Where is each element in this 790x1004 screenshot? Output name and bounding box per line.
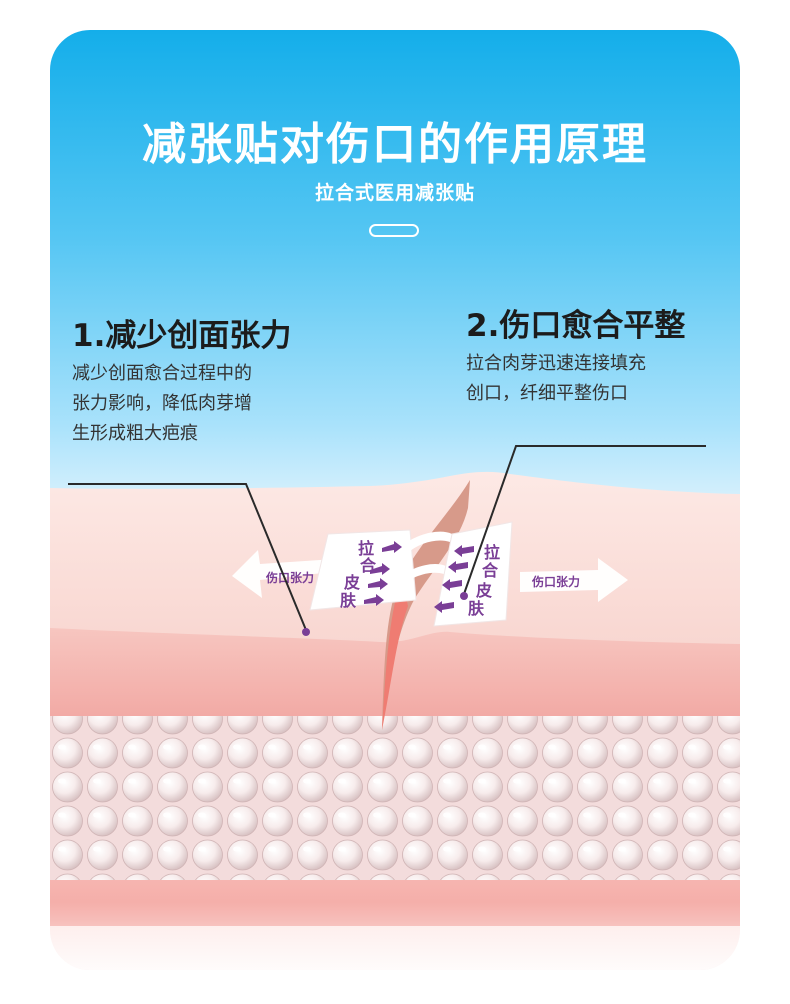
dermis-layer <box>50 628 740 716</box>
point-2-title: 2.伤口愈合平整 <box>466 308 686 344</box>
leader-dot-2 <box>460 592 468 600</box>
tension-label-left: 伤口张力 <box>265 570 314 585</box>
leader-dot-1 <box>302 628 310 636</box>
point-2-line: 拉合肉芽迅速连接填充 <box>466 353 646 374</box>
page-title: 减张贴对伤口的作用原理 <box>142 119 648 170</box>
page-subtitle: 拉合式医用减张贴 <box>314 182 475 204</box>
point-smooth-healing: 2.伤口愈合平整 拉合肉芽迅速连接填充 创口，纤细平整伤口 <box>466 300 726 409</box>
bottom-fade <box>50 902 740 970</box>
wound-flap <box>382 480 470 730</box>
leader-line-2 <box>463 445 706 595</box>
point-1-line: 张力影响，降低肉芽增 <box>72 393 252 414</box>
leader-line-1 <box>68 483 307 631</box>
cell-layer <box>50 716 740 880</box>
point-2-desc: 拉合肉芽迅速连接填充 创口，纤细平整伤口 <box>466 349 726 409</box>
patch-right-char: 拉 <box>484 543 500 562</box>
patch-left: 拉 合 皮 肤 <box>309 529 452 611</box>
patch-right-char: 肤 <box>468 599 485 618</box>
patch-left-char: 皮 <box>343 573 360 592</box>
patch-right: 拉 合 皮 肤 <box>433 521 513 627</box>
infographic-card: 减张贴对伤口的作用原理 拉合式医用减张贴 1.减少创面张力 减少创面愈合过程中的… <box>50 30 740 970</box>
skin-diagram: 伤口张力 伤口张力 拉 合 皮 肤 拉 合 皮 肤 <box>50 445 740 926</box>
point-1-line: 减少创面愈合过程中的 <box>72 363 252 384</box>
patch-left-char: 拉 <box>358 539 374 558</box>
point-1-desc: 减少创面愈合过程中的 张力影响，降低肉芽增 生形成粗大疤痕 <box>72 359 332 449</box>
wound-gap <box>382 578 408 730</box>
tension-label-right: 伤口张力 <box>531 574 580 589</box>
patch-right-char: 皮 <box>475 581 492 600</box>
tension-arrow-right <box>520 558 628 602</box>
decorative-pill <box>369 224 419 237</box>
patch-left-char: 肤 <box>340 591 357 610</box>
patch-right-char: 合 <box>482 561 499 580</box>
point-1-line: 生形成粗大疤痕 <box>72 423 198 444</box>
point-2-line: 创口，纤细平整伤口 <box>466 383 628 404</box>
point-reduce-tension: 1.减少创面张力 减少创面愈合过程中的 张力影响，降低肉芽增 生形成粗大疤痕 <box>72 310 332 449</box>
point-1-title: 1.减少创面张力 <box>72 318 292 354</box>
tension-arrow-left <box>232 550 350 598</box>
